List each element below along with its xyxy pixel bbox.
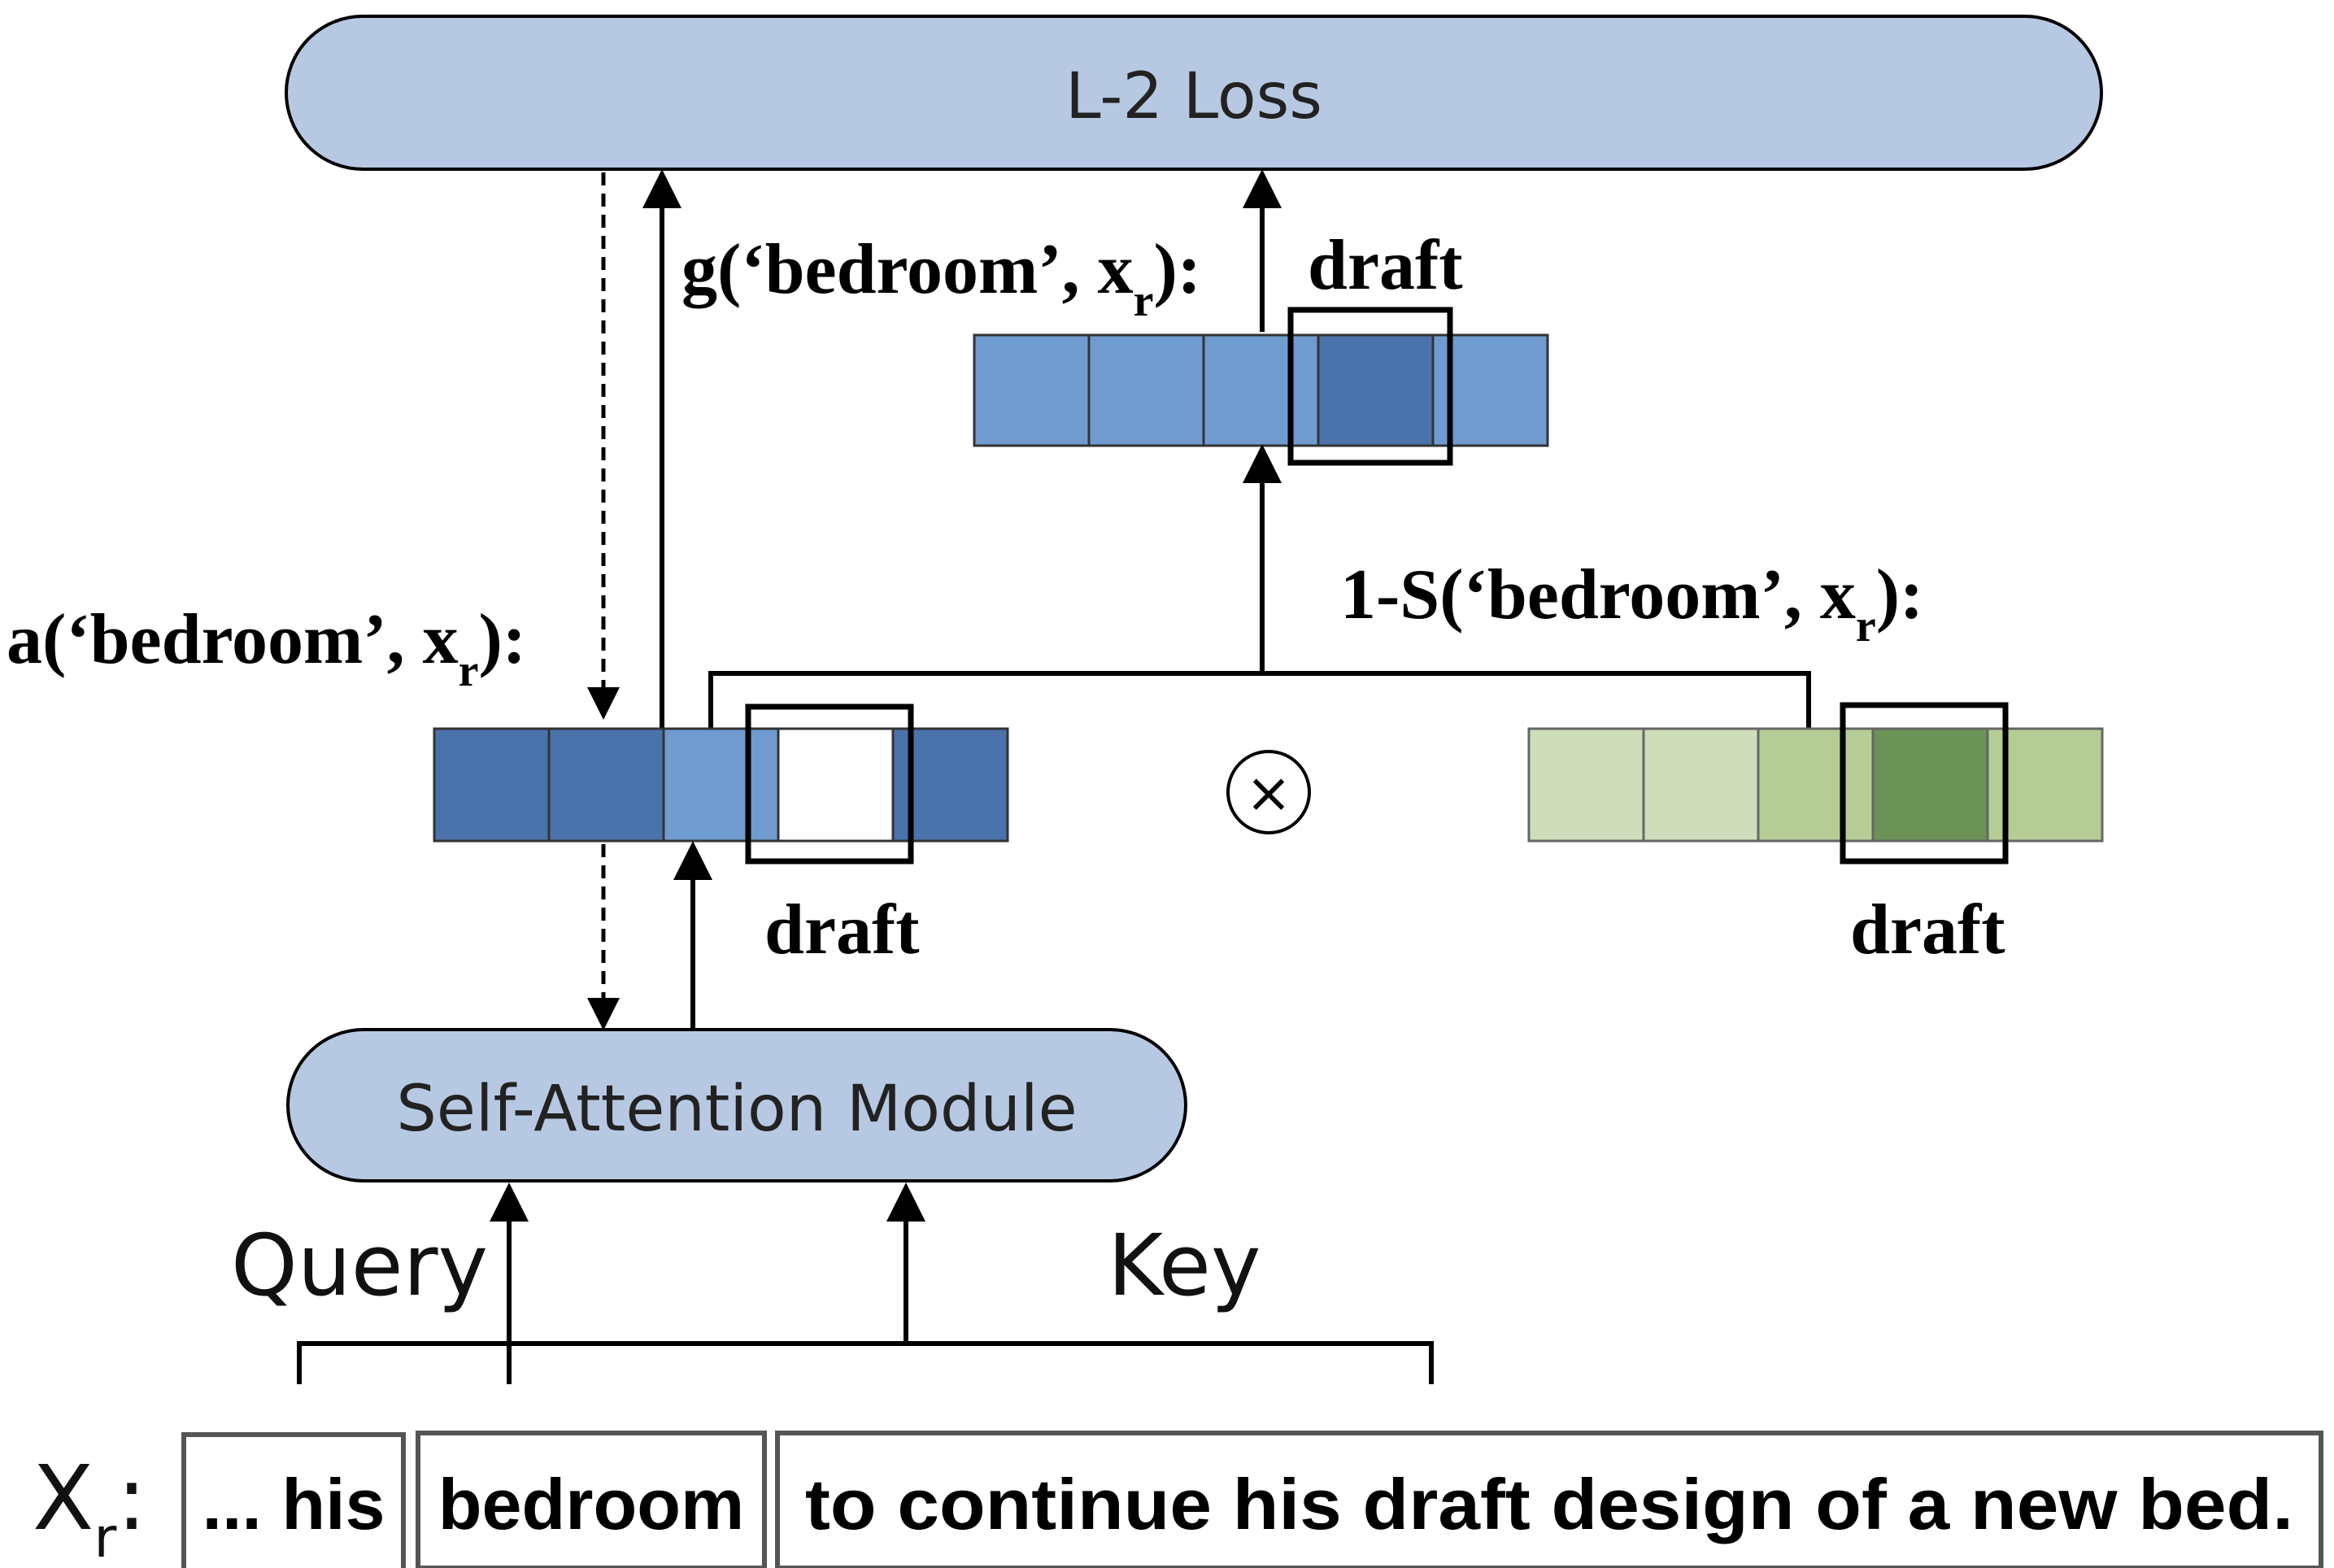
a-vector-label: a(‘bedroom’, xr): <box>7 600 526 696</box>
loss-box-label: L-2 Loss <box>1065 60 1322 133</box>
s-vector-label: 1-S(‘bedroom’, xr): <box>1340 555 1923 651</box>
a-cell-0 <box>433 727 551 843</box>
s-label-end: ): <box>1876 555 1924 634</box>
a-cell-1 <box>547 727 665 843</box>
g-cell-3 <box>1317 333 1435 447</box>
s-cell-0 <box>1527 727 1645 843</box>
a-vector <box>433 703 1009 865</box>
a-cell-2 <box>662 727 780 843</box>
g-label-main: g(‘bedroom’, x <box>681 230 1134 309</box>
svg-text:1-S(‘bedroom’, xr):: 1-S(‘bedroom’, xr): <box>1340 555 1923 651</box>
attention-box: Self-Attention Module <box>286 1028 1187 1183</box>
g-vector-label: g(‘bedroom’, xr): <box>681 230 1201 326</box>
g-draft-label: draft <box>1308 226 1463 305</box>
key-label: Key <box>1108 1216 1261 1315</box>
xr-colon: : <box>116 1446 146 1550</box>
key-bracket <box>297 1341 1434 1384</box>
multiply-operator: × <box>1226 750 1311 834</box>
s-cell-3 <box>1871 727 1989 843</box>
loss-box: L-2 Loss <box>285 15 2103 171</box>
g-highlight-frame <box>1287 307 1453 466</box>
attention-box-label: Self-Attention Module <box>396 1073 1077 1146</box>
g-vector <box>973 307 1549 466</box>
s-highlight-frame <box>1840 702 2009 865</box>
a-label-sub: r <box>459 646 479 696</box>
svg-text:Xr:: Xr: <box>33 1446 146 1568</box>
g-cell-0 <box>973 333 1091 447</box>
token-box-2 <box>775 1431 2323 1568</box>
svg-text:g(‘bedroom’, xr):: g(‘bedroom’, xr): <box>681 230 1201 326</box>
a-label-main: a(‘bedroom’, x <box>7 600 459 679</box>
g-cell-2 <box>1202 333 1320 447</box>
a-label-end: ): <box>479 600 527 679</box>
multiply-symbol: × <box>1246 761 1292 825</box>
query-label: Query <box>231 1216 488 1315</box>
s-vector <box>1527 702 2104 865</box>
product-bracket <box>708 671 1811 729</box>
a-draft-label: draft <box>764 891 920 969</box>
xr-var-main: X <box>33 1446 94 1550</box>
g-label-end: ): <box>1154 230 1202 309</box>
token-text-2: to continue his draft design of a new be… <box>805 1464 2293 1544</box>
token-text-1: bedroom <box>438 1464 744 1544</box>
s-label-sub: r <box>1856 601 1876 651</box>
token-box-0 <box>181 1432 406 1568</box>
a-cell-3 <box>777 727 895 843</box>
g-label-sub: r <box>1134 276 1154 326</box>
a-highlight-frame <box>745 703 914 865</box>
svg-text:a(‘bedroom’, xr):: a(‘bedroom’, xr): <box>7 600 526 696</box>
s-label-main: 1-S(‘bedroom’, x <box>1340 555 1856 634</box>
s-cell-2 <box>1757 727 1875 843</box>
xr-var-sub: r <box>94 1506 116 1568</box>
input-sentence: Xr: ... his bedroom to continue his draf… <box>33 1431 2323 1568</box>
g-cell-1 <box>1087 333 1205 447</box>
token-box-1 <box>416 1431 767 1568</box>
s-cell-1 <box>1642 727 1760 843</box>
token-text-0: ... his <box>202 1464 385 1544</box>
s-draft-label: draft <box>1850 891 2005 969</box>
